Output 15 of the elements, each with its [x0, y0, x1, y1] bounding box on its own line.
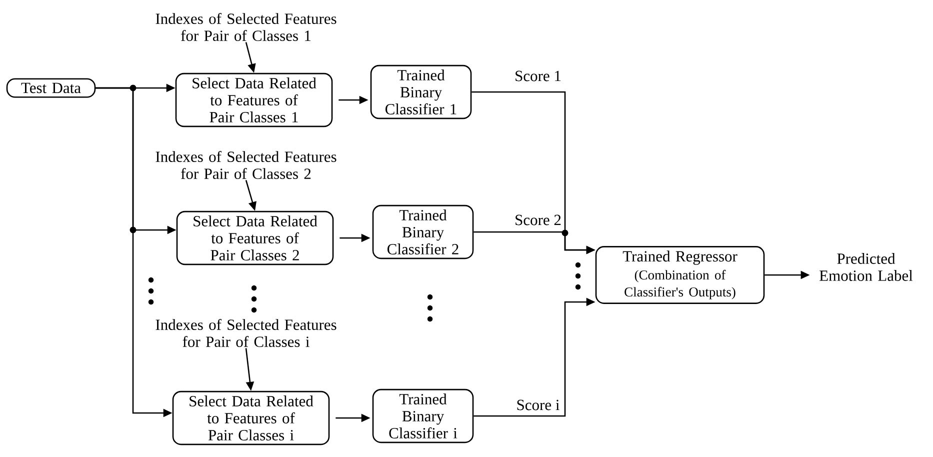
process-box: Select Data Related to Features of Pair Classes i	[172, 390, 330, 446]
input-label: Indexes of Selected Features for Pair of Classes 2	[156, 150, 336, 180]
input-box: Test Data	[6, 78, 96, 98]
classifier-box: Trained Binary Classifier 1	[370, 64, 472, 120]
input-label: Indexes of Selected Features for Pair of Classes i	[156, 318, 336, 348]
classifier-box: Trained Binary Classifier 2	[372, 204, 474, 260]
regressor-box: Trained Regressor (Combination of Classifier's Outputs)	[595, 246, 765, 304]
process-box: Select Data Related to Features of Pair Classes 1	[175, 72, 333, 128]
edge-label: Score i	[515, 398, 561, 412]
classifier-box: Trained Binary Classifier i	[372, 388, 474, 444]
process-box: Select Data Related to Features of Pair Classes 2	[176, 210, 334, 266]
input-label: Indexes of Selected Features for Pair of Classes 1	[156, 12, 336, 42]
edge-label: Score 2	[514, 214, 562, 226]
output-label: Predicted Emotion Label	[820, 253, 913, 281]
edge-label: Score 1	[514, 70, 562, 82]
